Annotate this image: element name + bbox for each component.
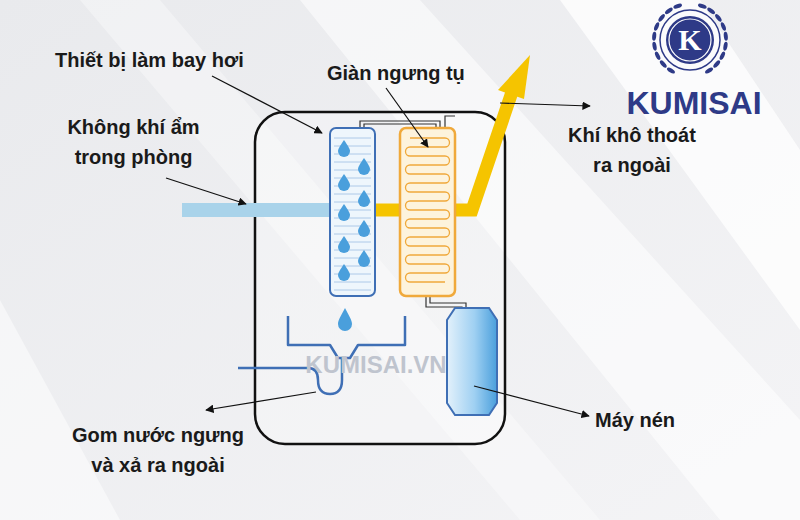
laurel-leaf: [723, 32, 728, 41]
laurel-leaf: [704, 66, 714, 74]
condenser: [400, 128, 455, 296]
condenser-coil: [406, 138, 450, 282]
logo-text: KUMISAI: [604, 84, 784, 122]
laurel-leaf: [652, 41, 658, 51]
part-label: Thiết bị làm bay hơi: [55, 45, 315, 75]
water-droplet: [338, 236, 350, 253]
laurel-leaf: [723, 41, 729, 51]
water-droplet: [338, 264, 350, 281]
laurel-leaf: [653, 22, 660, 32]
evaporator: [330, 128, 375, 296]
laurel-leaf: [712, 59, 721, 68]
part-label: Khí khô thoát ra ngoài: [562, 120, 702, 180]
water-droplet: [338, 140, 350, 157]
laurel-leaf: [664, 7, 674, 16]
leader-lines: [166, 76, 590, 416]
laurel-leaf: [659, 59, 668, 68]
evaporator-fin: [334, 290, 371, 291]
laurel-leaf: [673, 3, 683, 10]
watermark: KUMISAI.VN: [286, 350, 466, 380]
laurel-leaf: [697, 3, 707, 10]
compressor: [447, 308, 497, 415]
water-droplet: [338, 174, 350, 191]
laurel-leaf: [657, 13, 666, 23]
laurel-leaf: [714, 13, 723, 23]
part-label: Không khí ẩm trong phòng: [46, 112, 221, 172]
housing: [255, 112, 505, 444]
humid-air-flow: [182, 203, 332, 217]
evaporator-fin: [334, 146, 371, 147]
logo-letter: K: [670, 22, 710, 58]
laurel-leaf: [720, 22, 727, 32]
evaporator-fin: [334, 178, 371, 179]
water-droplet: [358, 190, 370, 207]
evaporator-fin: [334, 242, 371, 243]
logo-emblem: [652, 3, 729, 75]
evaporator-fin: [334, 138, 371, 139]
water-droplet: [358, 158, 370, 175]
part-label: Máy nén: [595, 405, 715, 435]
part-label: Giàn ngưng tụ: [327, 58, 497, 88]
laurel-leaf: [654, 51, 662, 61]
laurel-leaf: [666, 66, 676, 74]
water-droplet: [338, 204, 350, 221]
laurel-leaf: [719, 51, 727, 61]
laurel-leaf: [652, 32, 657, 41]
evaporator-fin: [334, 210, 371, 211]
part-label: Gom nước ngưng và xả ra ngoài: [68, 420, 248, 480]
laurel-leaf: [706, 7, 716, 16]
water-droplet: [358, 220, 370, 237]
water-droplet: [358, 250, 370, 267]
evaporator-fin: [334, 282, 371, 283]
